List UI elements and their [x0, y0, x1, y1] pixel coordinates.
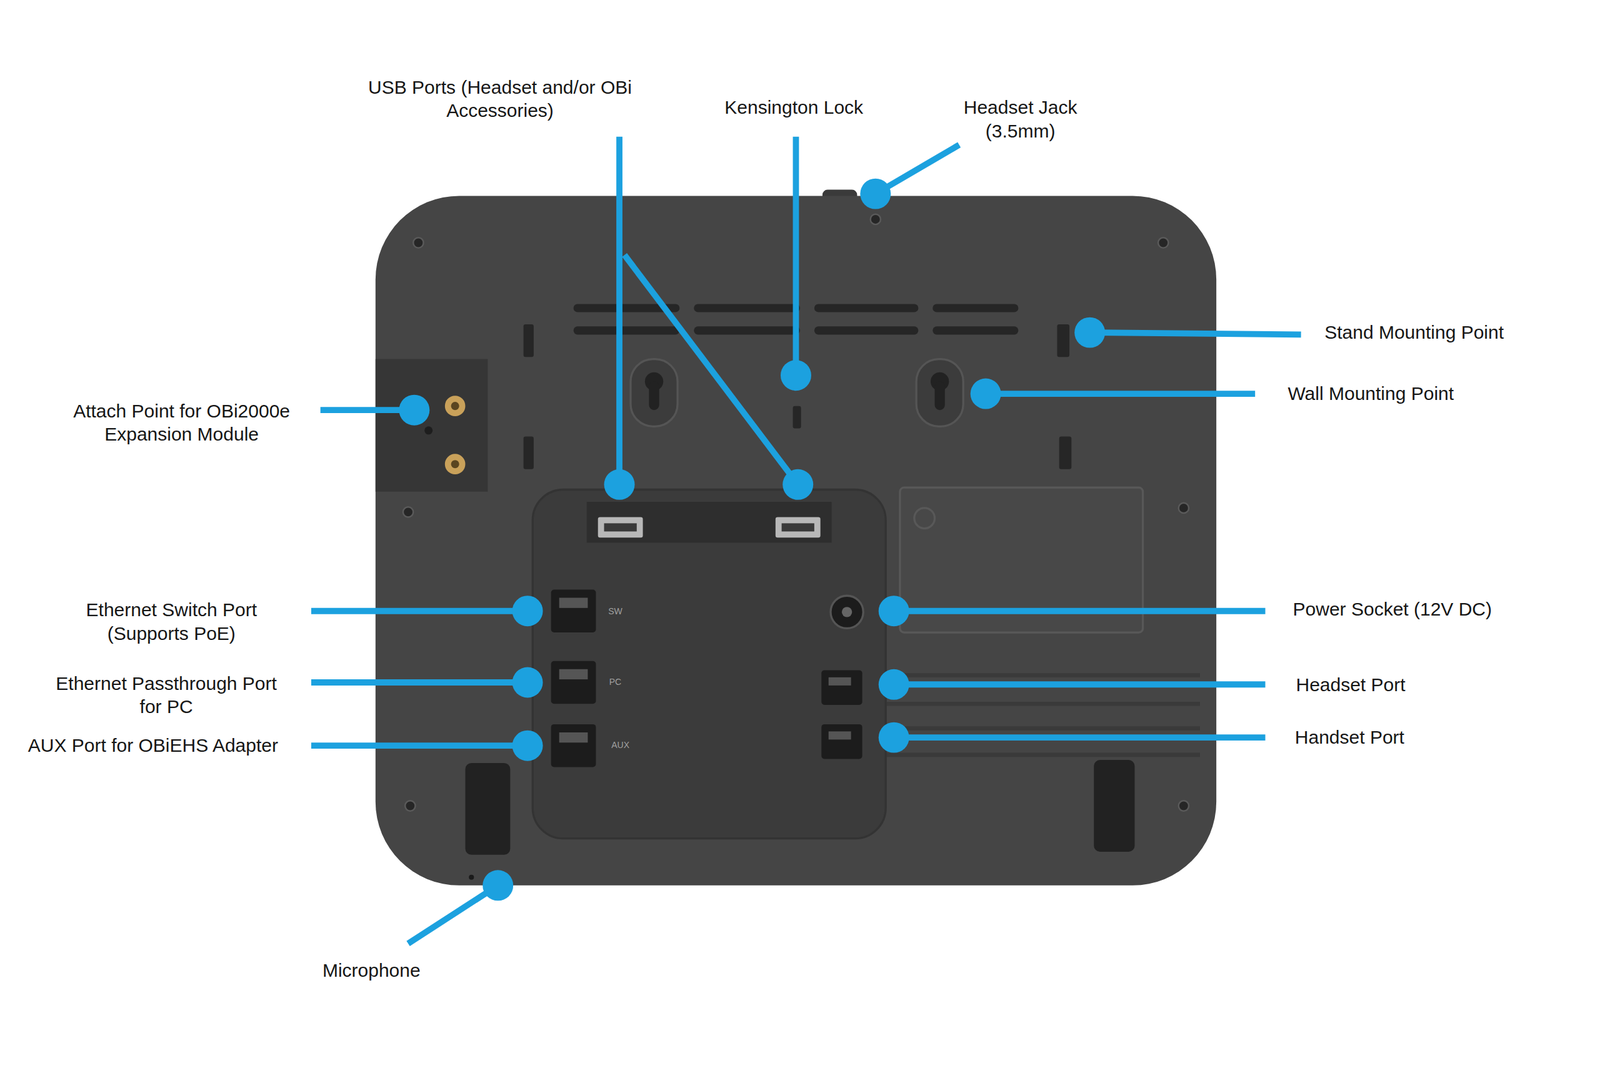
- port-marking: AUX: [611, 740, 630, 750]
- callout-label: Ethernet Passthrough Port for PC: [52, 671, 281, 719]
- callout-label: Handset Port: [1295, 726, 1405, 750]
- callout-label: USB Ports (Headset and/or OBi Accessorie…: [325, 75, 675, 123]
- callout-label: AUX Port for OBiEHS Adapter: [28, 734, 279, 759]
- callout-label: Microphone: [322, 958, 421, 983]
- callout-label: Attach Point for OBi2000e Expansion Modu…: [44, 398, 320, 446]
- callout-label: Headset Jack (3.5mm): [936, 95, 1105, 143]
- callout-label: Stand Mounting Point: [1324, 320, 1504, 345]
- callout-label: Ethernet Switch Port (Supports PoE): [63, 598, 280, 645]
- port-marking: SW: [608, 606, 623, 616]
- callout-label: Kensington Lock: [724, 95, 864, 120]
- callout-label: Power Socket (12V DC): [1293, 597, 1492, 622]
- callout-label: Wall Mounting Point: [1287, 381, 1454, 406]
- callout-label: Headset Port: [1295, 673, 1405, 697]
- port-marking: PC: [609, 677, 622, 687]
